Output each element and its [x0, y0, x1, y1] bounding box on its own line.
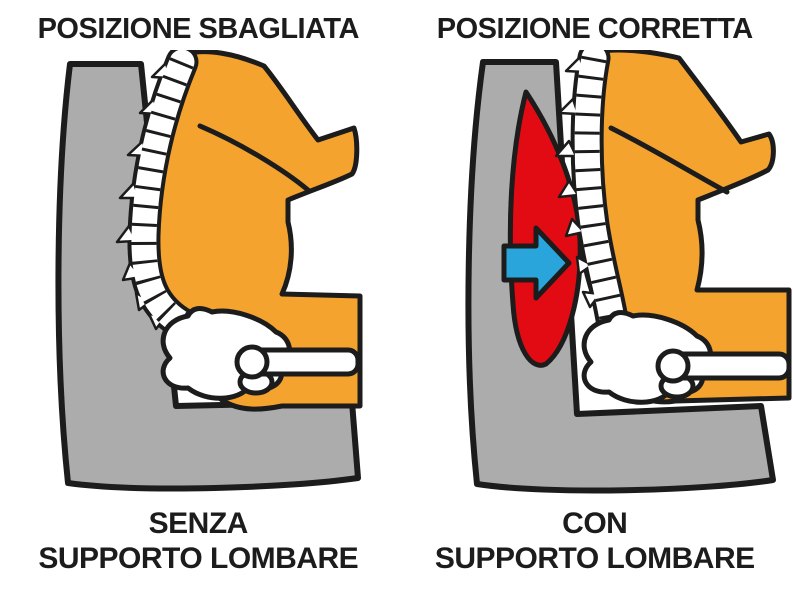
panel-title-correct: POSIZIONE CORRETTA	[436, 13, 753, 45]
chair-shape	[55, 60, 362, 492]
arm-contour-line	[197, 123, 311, 193]
arm-contour-line	[608, 125, 730, 195]
caption-correct: CON SUPPORTO LOMBARE	[435, 506, 755, 576]
caption-wrong: SENZA SUPPORTO LOMBARE	[38, 506, 358, 576]
push-direction-arrow-icon	[501, 225, 572, 301]
pelvis-and-femur-bones	[581, 309, 792, 405]
spine-band	[131, 49, 199, 339]
spine-rungs	[574, 55, 626, 327]
pelvis-and-femur-bones	[160, 305, 361, 401]
femur-head-bone	[655, 348, 691, 384]
panel-title-wrong: POSIZIONE SBAGLIATA	[37, 13, 360, 45]
panel-correct-position: POSIZIONE CORRETTA	[397, 0, 793, 600]
caption-correct-line-2: SUPPORTO LOMBARE	[434, 541, 755, 575]
spine	[116, 49, 203, 343]
illustration-wrong-posture	[55, 49, 363, 492]
panel-wrong-position: POSIZIONE SBAGLIATA	[37, 13, 363, 576]
femur-head-bone	[234, 344, 270, 380]
caption-wrong-line-1: SENZA	[148, 506, 249, 540]
illustration-correct-posture	[465, 49, 792, 494]
caption-wrong-line-2: SUPPORTO LOMBARE	[38, 541, 359, 575]
caption-correct-line-1: CON	[562, 506, 628, 540]
spine	[554, 49, 630, 342]
